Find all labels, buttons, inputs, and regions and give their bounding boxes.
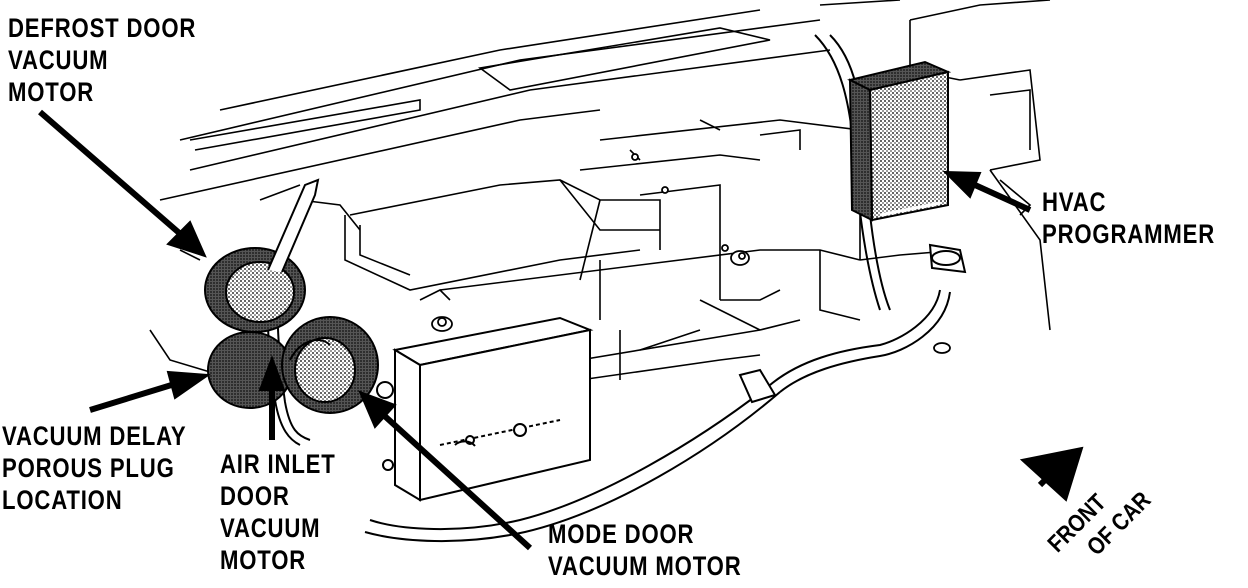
bolts	[431, 153, 951, 354]
arrow-hvac	[973, 182, 1032, 213]
defrost-motor-graphic	[204, 178, 320, 333]
label-line: MOTOR	[220, 545, 307, 575]
label-defrost-door-vacuum-motor: DEFROST DOOR VACUUM MOTOR	[8, 12, 196, 108]
label-mode-door-vacuum-motor: MODE DOOR VACUUM MOTOR	[548, 518, 742, 582]
label-line: DOOR	[220, 481, 290, 511]
label-line: VACUUM	[8, 45, 109, 75]
label-line: POROUS PLUG	[2, 453, 175, 483]
label-line: AIR INLET	[220, 449, 336, 479]
label-line: DEFROST DOOR	[8, 13, 197, 43]
label-line: HVAC	[1042, 187, 1107, 217]
control-box	[376, 316, 594, 502]
label-line: MODE DOOR	[548, 519, 695, 549]
arrow-mode-door	[375, 407, 533, 551]
label-line: VACUUM MOTOR	[548, 551, 742, 581]
callout-arrows	[38, 109, 1084, 551]
arrow-defrost	[38, 109, 187, 241]
arrow-vacuum-delay	[89, 380, 179, 413]
lower-motors-graphic	[207, 316, 379, 414]
label-line: VACUUM	[220, 513, 321, 543]
label-line: PROGRAMMER	[1042, 219, 1216, 249]
label-hvac-programmer: HVAC PROGRAMMER	[1042, 186, 1215, 250]
label-vacuum-delay-porous-plug: VACUUM DELAY POROUS PLUG LOCATION	[2, 420, 187, 516]
label-air-inlet-door-vacuum-motor: AIR INLET DOOR VACUUM MOTOR	[220, 448, 336, 576]
label-line: VACUUM DELAY	[2, 421, 187, 451]
label-line: MOTOR	[8, 77, 95, 107]
hvac-programmer-graphic	[847, 60, 967, 274]
label-line: LOCATION	[2, 485, 123, 515]
